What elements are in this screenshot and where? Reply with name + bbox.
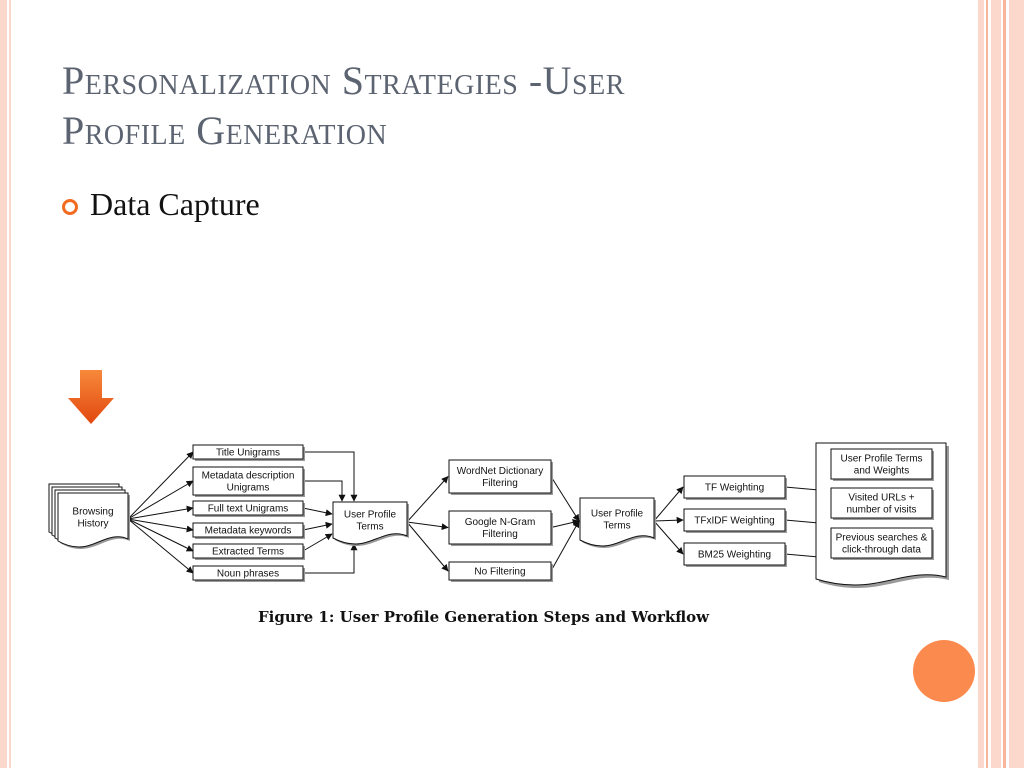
arrow-history-to-source <box>127 451 194 520</box>
arrow-history-to-source <box>127 505 194 520</box>
no-filtering-node: No Filtering <box>448 561 553 582</box>
node-label: number of visits <box>846 505 916 516</box>
node-label: WordNet Dictionary <box>457 466 544 477</box>
arrow-source-to-profile <box>303 480 346 502</box>
arrow-filter-to-profile <box>550 519 580 528</box>
bullet-ring-icon <box>62 198 78 215</box>
node-label: History <box>77 519 108 530</box>
node-label: User Profile <box>344 510 397 521</box>
tfxidf-weighting-node: TFxIDF Weighting <box>683 508 787 533</box>
extracted-terms-node: Extracted Terms <box>192 543 305 560</box>
right-border-stripes <box>978 0 1024 768</box>
title-line-2: Profile Generation <box>62 108 388 153</box>
arrow-source-to-profile <box>302 533 333 552</box>
arrow-filter-to-profile <box>550 520 580 572</box>
tf-weighting-node: TF Weighting <box>683 475 787 500</box>
node-label: No Filtering <box>474 567 525 578</box>
slide-title: Personalization Strategies -User Profile… <box>62 56 942 156</box>
arrow-profile-to-weighting <box>653 520 684 555</box>
arrow-profile-to-weighting <box>653 516 684 524</box>
down-arrow-icon <box>68 370 114 424</box>
full-text-unigrams-node: Full text Unigrams <box>192 500 305 517</box>
node-label: Title Unigrams <box>216 448 280 459</box>
arrow-history-to-source <box>127 518 194 552</box>
arrow-profile-to-filter <box>406 521 449 531</box>
node-label: Visited URLs + <box>848 493 914 504</box>
node-label: Filtering <box>482 529 518 540</box>
arrow-source-to-profile <box>303 451 358 502</box>
visited-urls-node: Visited URLs +number of visits <box>830 487 934 520</box>
previous-searches-node: Previous searches &click-through data <box>830 527 934 560</box>
node-label: Extracted Terms <box>212 547 284 558</box>
node-label: Unigrams <box>227 483 270 494</box>
noun-phrases-node: Noun phrases <box>192 565 305 582</box>
bm25-weighting-node: BM25 Weighting <box>683 542 787 567</box>
node-label: TFxIDF Weighting <box>694 516 774 527</box>
bullet-item: Data Capture <box>62 186 260 223</box>
title-unigrams-node: Title Unigrams <box>192 444 305 461</box>
arrow-profile-to-weighting <box>653 486 684 522</box>
left-border-stripe <box>0 0 7 768</box>
node-label: Terms <box>603 521 630 532</box>
node-label: Google N-Gram <box>465 517 536 528</box>
node-label: Filtering <box>482 478 518 489</box>
arrow-source-to-profile <box>303 543 358 574</box>
node-label: Metadata description <box>202 471 295 482</box>
node-label: TF Weighting <box>705 483 764 494</box>
metadata-keywords-node: Metadata keywords <box>192 522 305 539</box>
node-label: Terms <box>356 522 383 533</box>
node-label: User Profile <box>591 509 644 520</box>
arrow-profile-to-filter <box>406 521 449 572</box>
figure-caption: Figure 1: User Profile Generation Steps … <box>258 608 710 626</box>
arrow-profile-to-filter <box>406 475 449 523</box>
arrow-source-to-profile <box>302 507 333 517</box>
node-label: click-through data <box>842 545 921 556</box>
node-label: Previous searches & <box>836 533 928 544</box>
arrow-history-to-source <box>127 518 194 574</box>
node-label: Full text Unigrams <box>208 504 289 515</box>
node-label: Noun phrases <box>217 569 279 580</box>
node-label: BM25 Weighting <box>698 550 771 561</box>
arrow-history-to-source <box>127 480 194 520</box>
arrow-history-to-source <box>127 518 194 533</box>
arrow-filter-to-profile <box>550 476 580 522</box>
bullet-text: Data Capture <box>90 186 260 222</box>
arrow-source-to-profile <box>302 521 333 531</box>
node-label: Metadata keywords <box>205 526 292 537</box>
node-label: and Weights <box>854 466 909 477</box>
node-label: User Profile Terms <box>840 454 922 465</box>
decorative-circle <box>913 640 975 702</box>
node-label: Browsing <box>72 507 113 518</box>
left-border-line <box>9 0 11 768</box>
title-line-1: Personalization Strategies -User <box>62 58 625 103</box>
